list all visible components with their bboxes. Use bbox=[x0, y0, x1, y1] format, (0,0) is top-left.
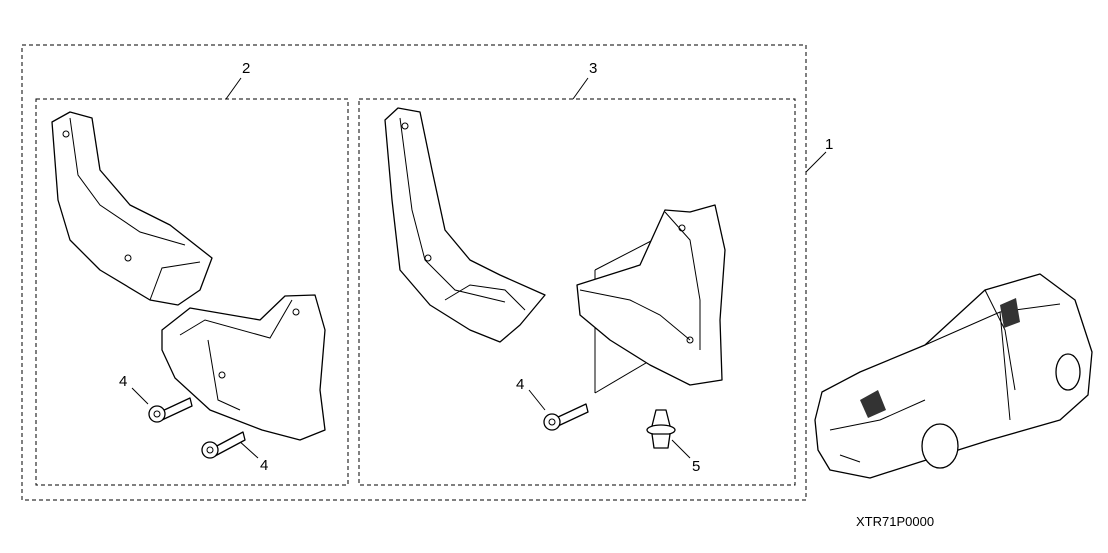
rear-left-mudguard bbox=[51, 111, 213, 306]
clip-icon bbox=[646, 409, 676, 449]
front-left-mudguard bbox=[384, 107, 546, 343]
screw-icon bbox=[201, 431, 246, 459]
screw-icon bbox=[148, 397, 193, 423]
callout-2: 2 bbox=[242, 60, 251, 77]
rear-right-mudguard bbox=[161, 294, 326, 441]
callout-5-clip: 5 bbox=[692, 458, 701, 475]
callout-4-screw: 4 bbox=[260, 457, 269, 474]
front-set-boundary bbox=[358, 98, 796, 486]
screw-icon bbox=[543, 403, 589, 431]
vehicle-illustration bbox=[814, 273, 1093, 479]
front-right-mudguard bbox=[576, 204, 726, 386]
rear-set-boundary bbox=[35, 98, 349, 486]
callout-4-screw: 4 bbox=[119, 373, 128, 390]
callout-3: 3 bbox=[589, 60, 598, 77]
kit-boundary bbox=[21, 44, 807, 501]
diagram-code: XTR71P0000 bbox=[856, 514, 935, 529]
callout-4-screw: 4 bbox=[516, 376, 525, 393]
callout-1: 1 bbox=[825, 136, 834, 153]
